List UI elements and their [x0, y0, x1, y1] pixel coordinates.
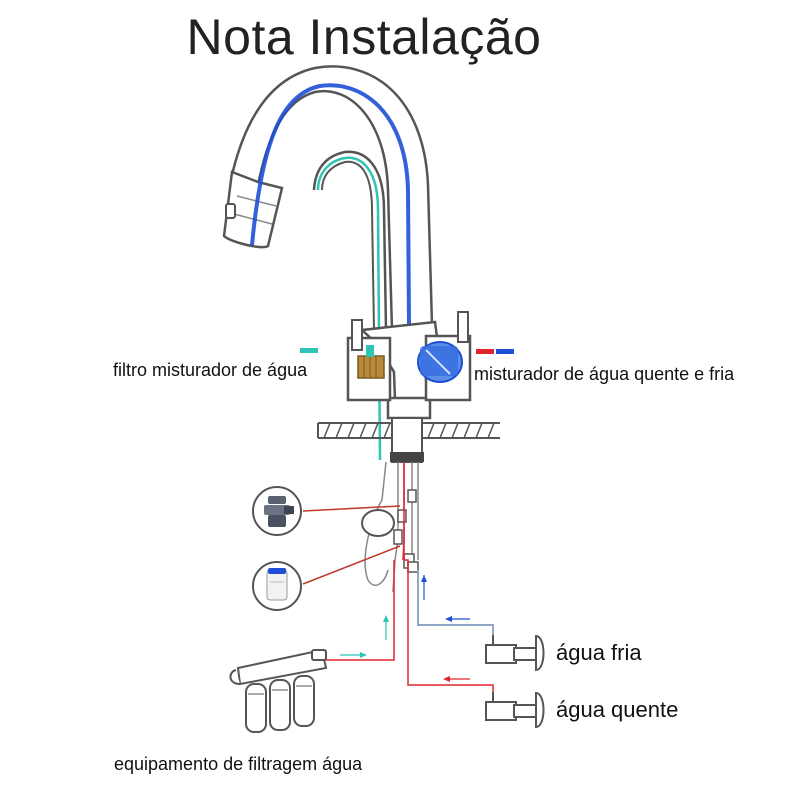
filtered-water-pipe [322, 560, 395, 661]
cold-water-pipe [417, 570, 494, 645]
filter-mixer-label: filtro misturador de água [113, 360, 308, 380]
hot-water-label: água quente [556, 697, 679, 722]
cold-water-label: água fria [556, 640, 642, 665]
filter-valve-cartridge [357, 345, 385, 379]
hot-cold-mixer-label: misturador de água quente e fria [474, 364, 735, 384]
spray-head [222, 170, 284, 249]
hot-swatch [476, 349, 494, 354]
cold-swatch [496, 349, 514, 354]
hose-weight [361, 509, 395, 537]
hot-water-valve [485, 691, 545, 729]
quick-connector-white [252, 561, 302, 611]
hot-cold-mixer-cartridge [417, 341, 463, 383]
filter-equipment-label: equipamento de filtragem água [114, 754, 363, 774]
shank-nut [390, 452, 424, 462]
page-title: Nota Instalação [186, 9, 542, 65]
filtered-water-spout [312, 150, 388, 461]
filter-mixer-swatch [300, 348, 318, 353]
filter-equipment [229, 648, 328, 733]
quick-connector-gray [252, 486, 302, 536]
callout-line-white-connector [302, 545, 401, 585]
callout-line-gray-connector [302, 505, 401, 512]
cold-water-line-spout [250, 83, 412, 461]
hot-water-pipe [403, 462, 494, 702]
cold-water-valve [485, 634, 545, 672]
hose-fittings [393, 489, 419, 573]
